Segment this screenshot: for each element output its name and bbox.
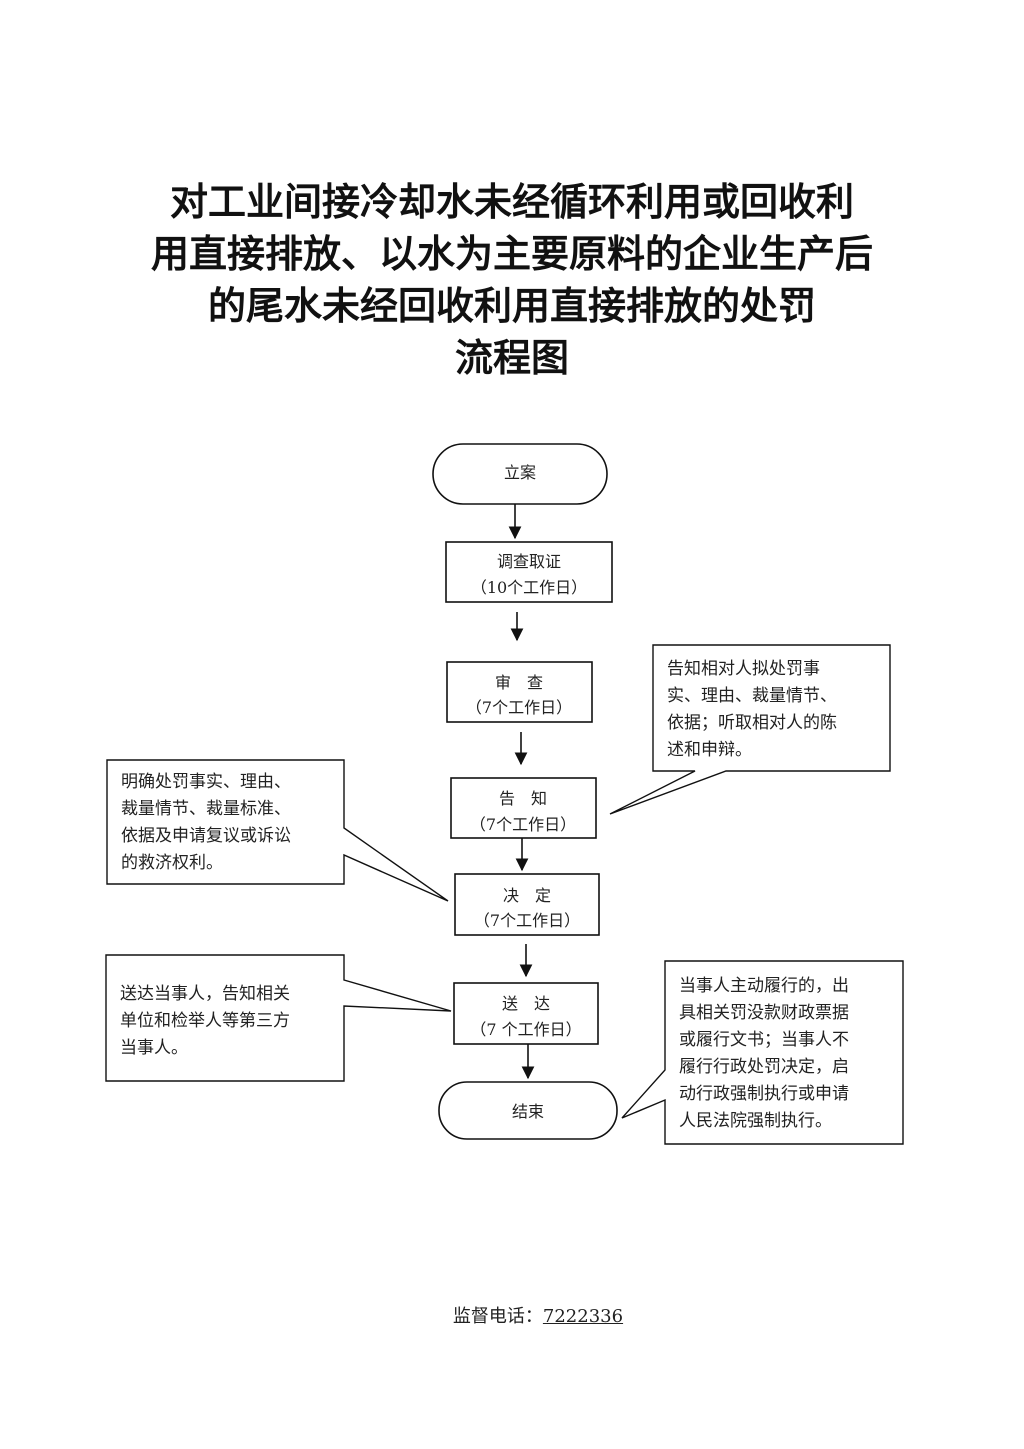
notify-label: 告 知 [499, 789, 547, 808]
decide-node: 决 定 （7个工作日） [454, 873, 600, 936]
end-node: 结束 [438, 1081, 618, 1140]
hotline-label: 监督电话： [452, 1306, 543, 1327]
review-days: （7个工作日） [466, 698, 572, 717]
notify-node: 告 知 （7个工作日） [450, 777, 597, 839]
notify-days: （7个工作日） [470, 815, 576, 834]
supervision-hotline: 监督电话：7222336 [0, 1302, 1024, 1328]
deliver-label: 送 达 [502, 994, 550, 1013]
note-end-line-6: 人民法院强制执行。 [679, 1111, 832, 1131]
page-title: 对工业间接冷却水未经循环利用或回收利 用直接排放、以水为主要原料的企业生产后 的… [112, 176, 912, 384]
hotline-number: 7222336 [542, 1306, 624, 1327]
note-decide-line-3: 依据及申请复议或诉讼 [121, 826, 291, 846]
note-notify-line-3: 依据；听取相对人的陈 [667, 713, 837, 733]
note-end-line-5: 动行政强制执行或申请 [679, 1084, 849, 1104]
end-label: 结束 [512, 1102, 544, 1121]
note-decide-line-2: 裁量情节、裁量标准、 [121, 799, 291, 819]
review-label: 审 查 [495, 673, 543, 692]
start-label: 立案 [504, 463, 536, 482]
note-deliver-line-3: 当事人。 [120, 1038, 188, 1058]
note-end-line-3: 或履行文书；当事人不 [679, 1030, 849, 1050]
note-notify-line-1: 告知相对人拟处罚事 [667, 659, 820, 679]
investigate-label: 调查取证 [497, 552, 561, 571]
review-node: 审 查 （7个工作日） [446, 661, 593, 723]
deliver-node: 送 达 （7 个工作日） [453, 982, 599, 1045]
title-line-2: 用直接排放、以水为主要原料的企业生产后 [150, 232, 873, 276]
note-end-line-2: 具相关罚没款财政票据 [679, 1003, 849, 1023]
start-node: 立案 [432, 443, 608, 505]
decide-days: （7个工作日） [474, 911, 580, 930]
note-decide-line-4: 的救济权利。 [121, 853, 223, 873]
note-notify-line-2: 实、理由、裁量情节、 [667, 686, 837, 706]
note-deliver-line-1: 送达当事人，告知相关 [120, 984, 290, 1004]
note-end-line-1: 当事人主动履行的，出 [679, 976, 849, 996]
callout-end: 当事人主动履行的，出 具相关罚没款财政票据 或履行文书；当事人不 履行行政处罚决… [621, 960, 904, 1145]
note-notify-line-4: 述和申辩。 [667, 740, 752, 760]
deliver-days: （7 个工作日） [470, 1020, 581, 1039]
callout-deliver: 送达当事人，告知相关 单位和检举人等第三方 当事人。 [105, 954, 452, 1082]
title-line-4: 流程图 [454, 336, 569, 380]
note-end-line-4: 履行行政处罚决定，启 [679, 1057, 849, 1077]
callout-decide: 明确处罚事实、理由、 裁量情节、裁量标准、 依据及申请复议或诉讼 的救济权利。 [106, 759, 449, 902]
title-line-3: 的尾水未经回收利用直接排放的处罚 [207, 284, 816, 328]
note-decide-line-1: 明确处罚事实、理由、 [121, 772, 291, 792]
note-deliver-line-2: 单位和检举人等第三方 [120, 1011, 290, 1031]
callout-notify: 告知相对人拟处罚事 实、理由、裁量情节、 依据；听取相对人的陈 述和申辩。 [609, 644, 891, 815]
decide-label: 决 定 [503, 886, 551, 905]
investigate-days: （10个工作日） [471, 578, 587, 597]
title-line-1: 对工业间接冷却水未经循环利用或回收利 [169, 180, 854, 224]
investigate-node: 调查取证 （10个工作日） [445, 541, 613, 603]
